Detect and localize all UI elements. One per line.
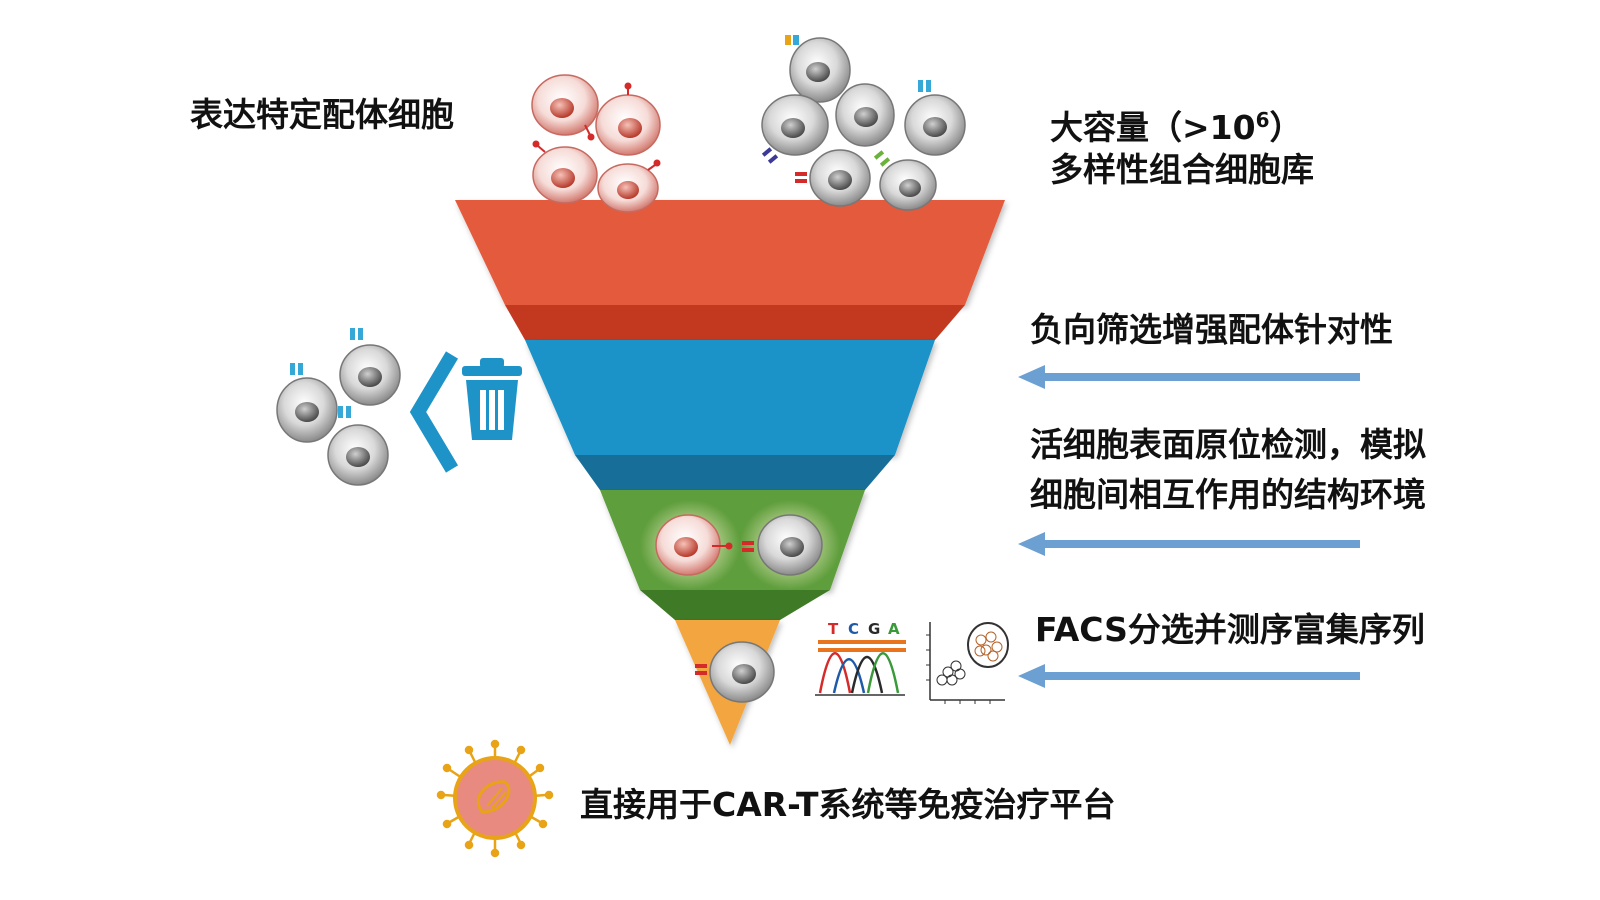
seq-letter-a: A — [888, 620, 900, 638]
ligand-cell — [532, 140, 598, 204]
ligand-cell — [531, 74, 599, 141]
live-cell-label-line2: 细胞间相互作用的结构环境 — [1030, 475, 1426, 514]
seq-letter-t: T — [828, 620, 839, 638]
selected-cell — [695, 641, 775, 703]
application-label: 直接用于CAR-T系统等免疫治疗平台 — [580, 785, 1116, 824]
funnel-fold-green — [640, 590, 830, 620]
discarded-cell — [276, 363, 338, 443]
funnel-band-red — [455, 200, 1005, 305]
ligand-cell — [655, 514, 733, 576]
negative-selection-label: 负向筛选增强配体针对性 — [1030, 310, 1393, 349]
library-label-suffix: ） — [1269, 108, 1303, 147]
live-cell-label-line1: 活细胞表面原位检测，模拟 — [1030, 425, 1426, 464]
trash-icon — [462, 358, 522, 440]
library-cell — [757, 514, 823, 576]
arrow-facs — [1018, 664, 1360, 688]
ligand-cells-cluster — [531, 74, 661, 213]
discarded-cell — [339, 328, 401, 406]
library-label-exponent: 6 — [1255, 108, 1270, 132]
car-t-cell-icon — [436, 739, 554, 858]
ligand-cell — [597, 159, 661, 213]
scatter-plot-icon — [926, 622, 1009, 704]
funnel-fold-red — [505, 305, 965, 340]
arrow-negative-selection — [1018, 365, 1360, 389]
seq-letter-c: C — [848, 620, 859, 638]
ligand-cell — [595, 82, 661, 156]
discarded-cells-cluster — [276, 328, 401, 486]
library-label-line2: 多样性组合细胞库 — [1050, 150, 1314, 189]
facs-label: FACS分选并测序富集序列 — [1035, 610, 1425, 649]
library-cells-cluster — [761, 35, 966, 211]
chevron-left-icon — [409, 351, 459, 473]
library-cell — [795, 149, 871, 207]
cell-interaction — [640, 500, 840, 590]
arrow-live-cell — [1018, 532, 1360, 556]
ligand-cells-label: 表达特定配体细胞 — [190, 95, 454, 134]
library-cell — [873, 150, 937, 211]
library-label-prefix: 大容量（>10 — [1050, 108, 1256, 147]
discarded-cell — [327, 406, 389, 486]
chromatogram-icon: T C G A — [815, 620, 906, 696]
seq-letter-g: G — [868, 620, 880, 638]
funnel-fold-blue — [575, 455, 895, 490]
library-label-line1: 大容量（>106） — [1050, 95, 1303, 153]
funnel-band-blue — [525, 340, 935, 455]
library-cell — [904, 80, 966, 156]
library-cell — [835, 83, 895, 147]
library-cell — [785, 35, 851, 103]
library-cell — [761, 94, 829, 156]
arrows — [1018, 365, 1360, 688]
